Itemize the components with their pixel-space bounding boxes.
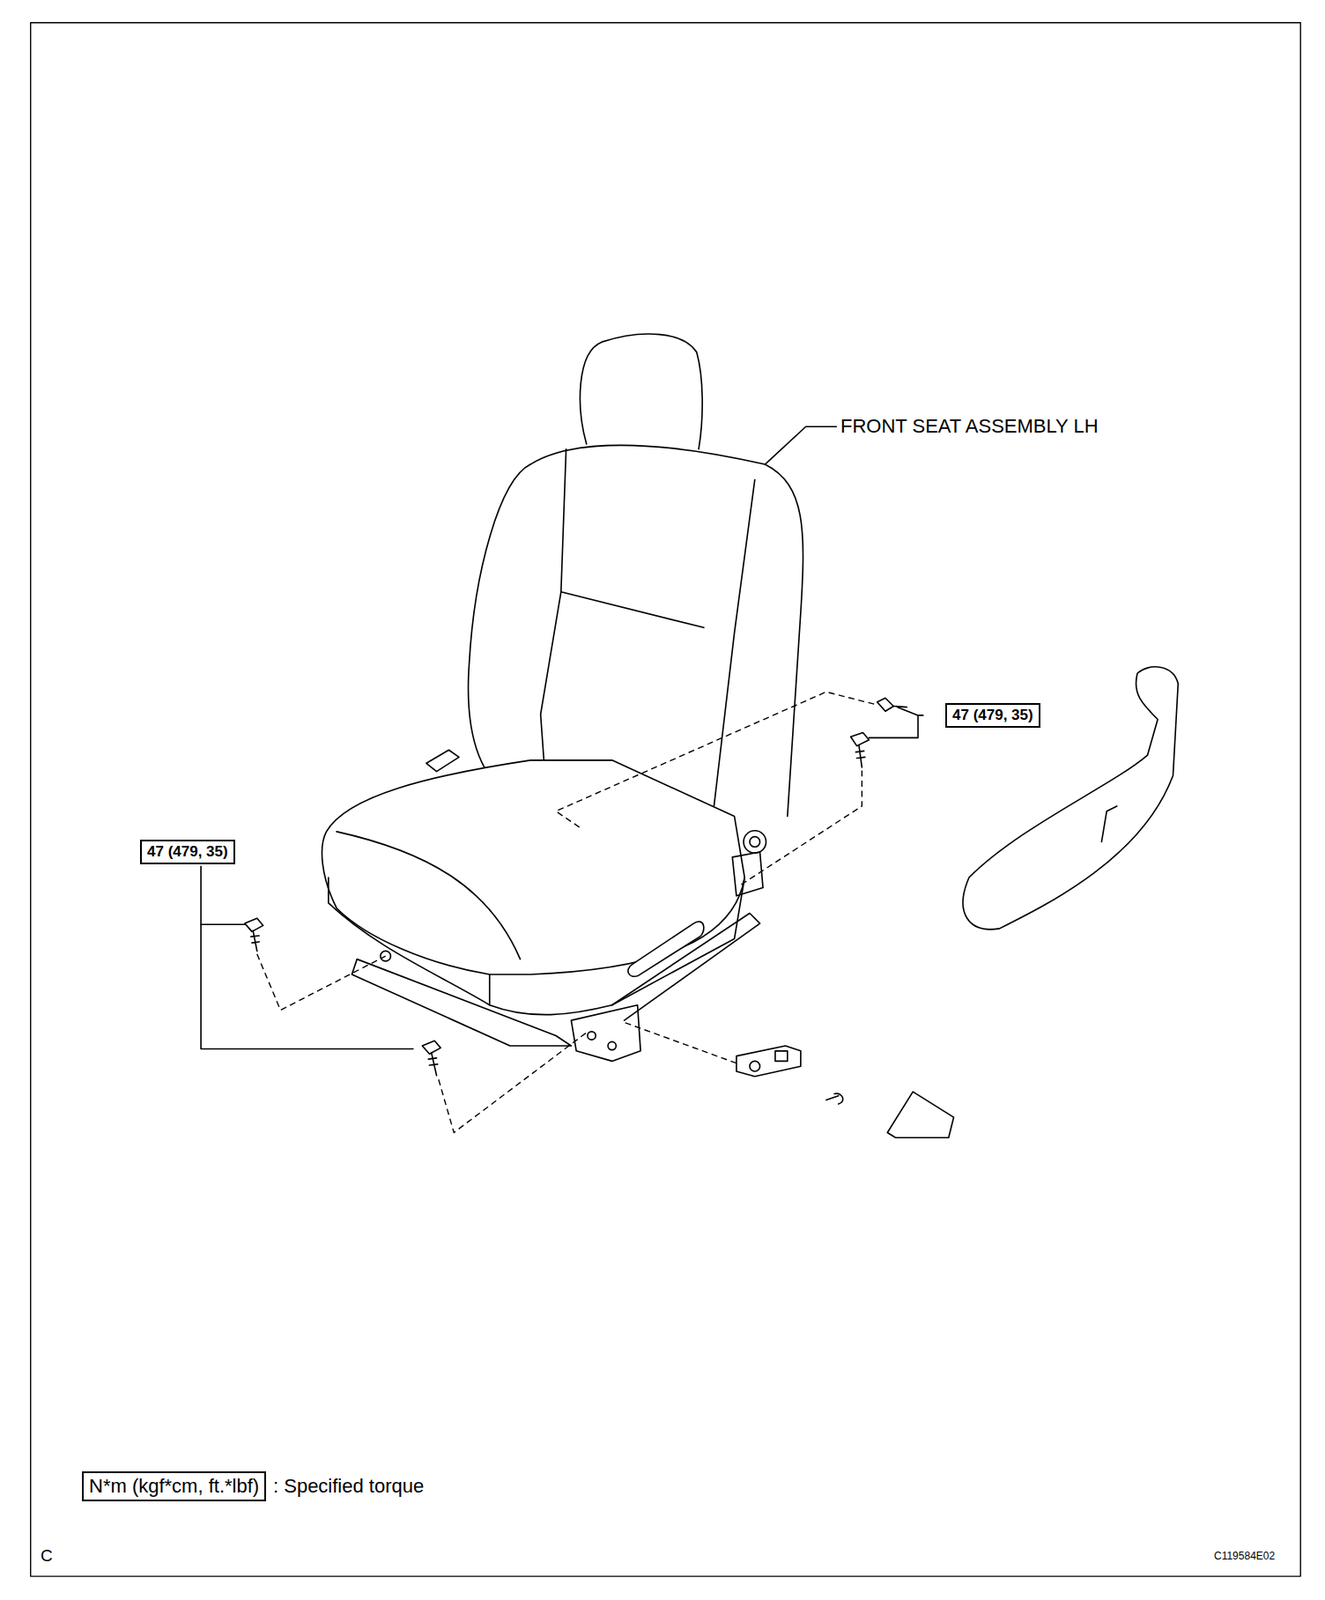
legend-torque-box: N*m (kgf*cm, ft.*lbf) xyxy=(81,1471,267,1502)
page-letter: C xyxy=(40,1546,53,1566)
part-name: FRONT SEAT ASSEMBLY LH xyxy=(840,414,1099,438)
legend-text: : Specified torque xyxy=(273,1474,424,1498)
torque-value: 47 (479, 35) xyxy=(147,843,229,861)
torque-box: 47 (479, 35) xyxy=(140,839,236,865)
torque-box: 47 (479, 35) xyxy=(945,703,1041,728)
torque-value: 47 (479, 35) xyxy=(952,706,1034,725)
torque-value: N*m (kgf*cm, ft.*lbf) xyxy=(88,1474,260,1498)
figure-code: C119584E02 xyxy=(1213,1549,1275,1562)
